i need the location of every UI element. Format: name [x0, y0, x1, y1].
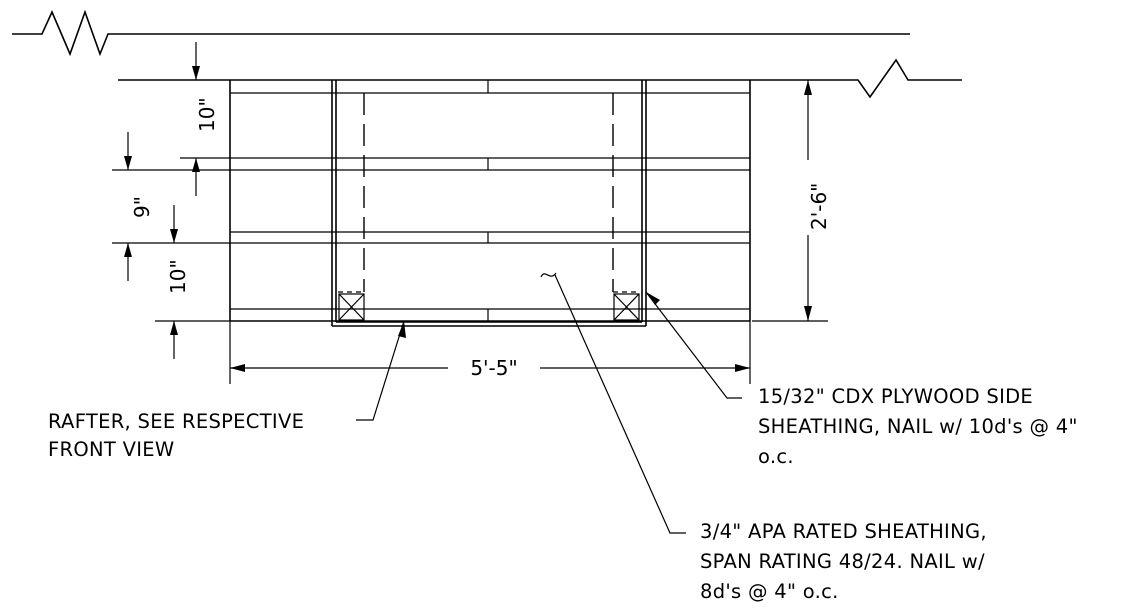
right-dimension-lines: [752, 80, 828, 322]
apa-note-line-1: 3/4" APA RATED SHEATHING,: [700, 520, 987, 543]
apa-note-line-2: SPAN RATING 48/24. NAIL w/: [700, 550, 985, 573]
bottom-dimension-lines: [229, 321, 751, 384]
dim-top-gap: 10": [195, 97, 219, 132]
rafter-note-line-1: RAFTER, SEE RESPECTIVE: [48, 410, 304, 433]
dim-overall-width: 5'-5": [470, 356, 517, 380]
dim-bottom-gap: 10": [166, 259, 190, 294]
plywood-note-line-3: o.c.: [758, 445, 794, 468]
dim-overall-height: 2'-6": [807, 183, 831, 230]
rafter-note-line-2: FRONT VIEW: [48, 438, 175, 461]
right-break-line: [752, 58, 962, 99]
dim-mid-gap: 9": [130, 196, 154, 218]
plywood-box: [331, 80, 647, 327]
corner-blocks: [338, 293, 640, 321]
plywood-note-line-1: 15/32" CDX PLYWOOD SIDE: [758, 385, 1033, 408]
rafter-leader: [356, 320, 406, 421]
plywood-leader: [645, 291, 742, 399]
apa-leader: [540, 272, 686, 534]
plywood-note-line-2: SHEATHING, NAIL w/ 10d's @ 4": [758, 415, 1078, 438]
apa-note-line-3: 8d's @ 4" o.c.: [700, 580, 839, 603]
hidden-blocking-lines: [338, 93, 640, 293]
frame-verticals: [229, 80, 751, 321]
left-dimension-lines: [112, 42, 230, 359]
top-break-line: [12, 9, 910, 57]
